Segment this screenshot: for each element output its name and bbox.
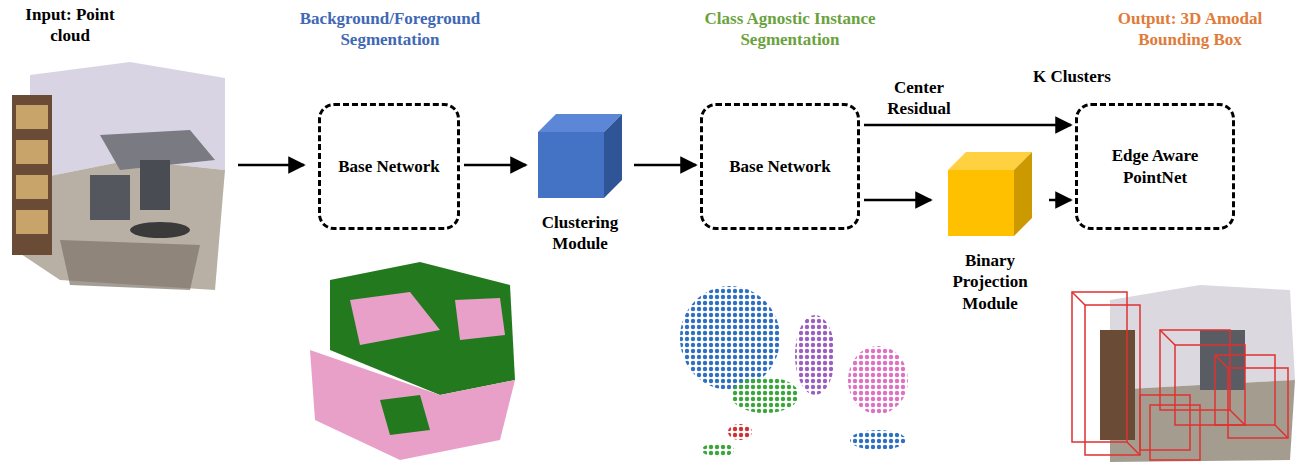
stage-heading: K Clusters xyxy=(1017,66,1127,87)
segmentation-image xyxy=(310,262,515,460)
node-text: Edge Aware PointNet xyxy=(1078,145,1232,188)
connector-arrow xyxy=(864,124,1071,127)
cube-shape xyxy=(935,150,1045,242)
network-box: Edge Aware PointNet xyxy=(1075,103,1235,230)
node-text: Base Network xyxy=(330,156,448,177)
connector-arrow xyxy=(1049,199,1071,202)
connector-arrow xyxy=(464,164,526,167)
instance-segmentation-image xyxy=(680,286,908,457)
stage-heading: Background/Foreground Segmentation xyxy=(275,8,505,51)
network-box: Base Network xyxy=(318,103,460,230)
module-cube: Binary Projection Module xyxy=(935,150,1045,314)
network-box: Base Network xyxy=(700,103,860,230)
edge-label: Center Residual xyxy=(872,78,966,119)
stage-heading: Class Agnostic Instance Segmentation xyxy=(670,8,910,51)
input-arrow xyxy=(238,164,304,167)
cube-shape xyxy=(530,112,630,204)
connector-arrow xyxy=(864,199,931,202)
point-cloud-image xyxy=(12,62,225,290)
connector-arrow xyxy=(634,164,696,167)
stage-heading: Input: Point cloud xyxy=(5,4,135,47)
node-text: Binary Projection Module xyxy=(935,250,1045,314)
module-cube: Clustering Module xyxy=(530,112,630,255)
node-text: Clustering Module xyxy=(530,212,630,255)
node-text: Base Network xyxy=(721,156,839,177)
output-boxes-image xyxy=(1072,285,1295,462)
stage-heading: Output: 3D Amodal Bounding Box xyxy=(1090,8,1290,51)
